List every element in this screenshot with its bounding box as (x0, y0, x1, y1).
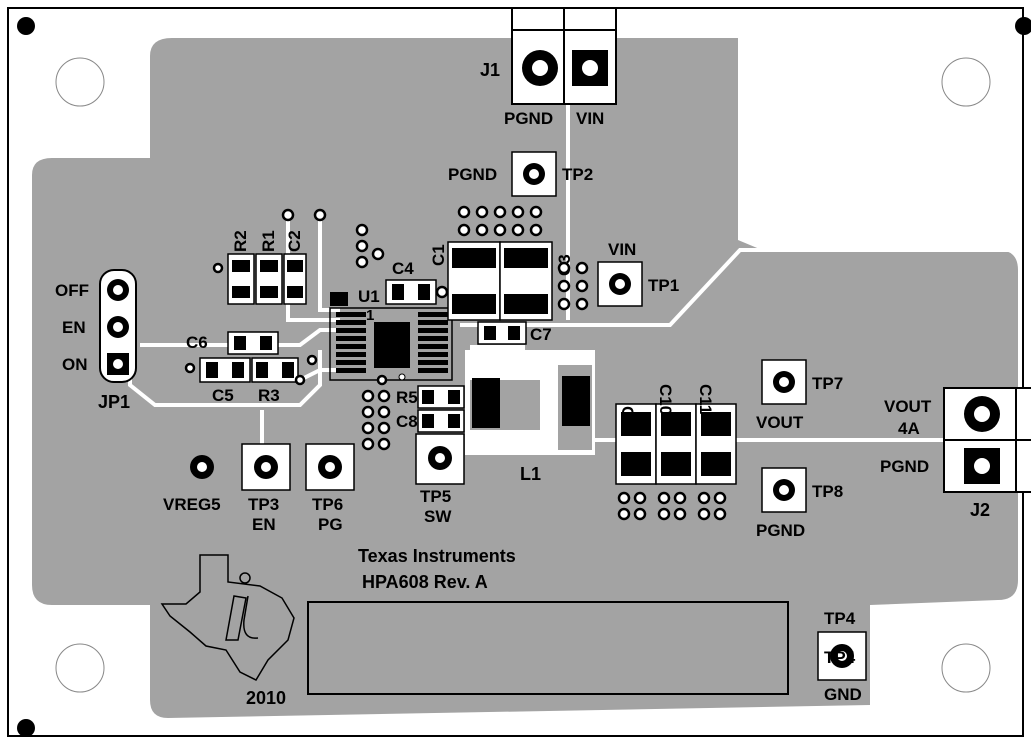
c6-ref-label: C6 (186, 333, 208, 352)
r1-ref-label: R1 (259, 230, 278, 252)
c9-ref-label: C9 (618, 406, 637, 428)
tp1-net-label: VIN (608, 240, 636, 259)
tp7-ref-label: TP7 (812, 374, 843, 393)
j2-ref-label: J2 (970, 500, 990, 520)
resistor-r5: R5 (396, 385, 465, 409)
r3-ref-label: R3 (258, 386, 280, 405)
capacitor-c9: C9 (615, 403, 657, 485)
board-part-label: HPA608 Rev. A (362, 572, 488, 592)
tp7-net-label: VOUT (756, 413, 804, 432)
j1-pin2-label: VIN (576, 109, 604, 128)
testpoint-tp6: TP6 PG (305, 443, 355, 534)
r5-ref-label: R5 (396, 388, 418, 407)
label-area (307, 601, 789, 695)
tp4-net-label: GND (824, 685, 862, 704)
fiducial-icon (1015, 17, 1031, 35)
tp1-ref-label: TP1 (648, 276, 679, 295)
mounting-hole-icon (55, 57, 105, 107)
vreg5-label: VREG5 (163, 495, 221, 514)
resistor-r3: R3 (251, 357, 299, 405)
tp4-ref-label: TP4 (824, 609, 856, 628)
capacitor-c4: C4 (385, 259, 437, 305)
tp2-ref-label: TP2 (562, 165, 593, 184)
l1-ref-label: L1 (520, 464, 541, 484)
ic-u1: U1 1 (329, 287, 453, 381)
capacitor-c1: C1 (429, 241, 501, 321)
j2-pin1-label: VOUT (884, 397, 932, 416)
fiducial-icon (17, 719, 35, 737)
jp1-en-label: EN (62, 318, 86, 337)
c7-ref-label: C7 (530, 325, 552, 344)
texas-instruments-logo-icon (160, 554, 295, 681)
c4-ref-label: C4 (392, 259, 414, 278)
tp5-ref-label: TP5 (420, 487, 451, 506)
j1-ref-label: J1 (480, 60, 500, 80)
jp1-on-label: ON (62, 355, 88, 374)
mounting-hole-icon (55, 643, 105, 693)
tp3-net-label: EN (252, 515, 276, 534)
mounting-hole-icon (941, 57, 991, 107)
testpoint-tp1: VIN TP1 (597, 240, 679, 307)
connector-j2: VOUT 4A PGND J2 (880, 387, 1031, 520)
testpoint-vreg5: VREG5 (163, 455, 221, 514)
r2-ref-label: R2 (231, 230, 250, 252)
jp1-ref-label: JP1 (98, 392, 130, 412)
testpoint-tp8: TP8 PGND (756, 467, 843, 540)
c11-ref-label: C11 (696, 384, 715, 414)
u1-ref-label: U1 (358, 287, 380, 306)
j2-pin1-sub-label: 4A (898, 419, 920, 438)
capacitor-c7: C7 (477, 321, 552, 345)
tp4-overlay-label: TP4 (824, 648, 856, 667)
tp2-net-label: PGND (448, 165, 497, 184)
testpoint-tp4: TP4 TP4 GND (817, 609, 867, 704)
mounting-hole-icon (941, 643, 991, 693)
tp8-ref-label: TP8 (812, 482, 843, 501)
j1-pin1-label: PGND (504, 109, 553, 128)
c1-ref-label: C1 (429, 244, 448, 266)
capacitor-c8: C8 (396, 409, 465, 433)
fiducial-icon (17, 17, 35, 35)
c10-ref-label: C10 (656, 384, 675, 415)
u1-pin1-label: 1 (366, 307, 374, 324)
tp3-ref-label: TP3 (248, 495, 279, 514)
capacitor-c11: C11 (695, 384, 737, 485)
testpoint-tp7: TP7 VOUT (756, 359, 843, 432)
capacitor-c5: C5 (199, 357, 251, 405)
inductor-l1: L1 (472, 376, 590, 484)
via-array (184, 205, 727, 521)
capacitor-c6: C6 (186, 331, 279, 355)
tp6-net-label: PG (318, 515, 343, 534)
testpoint-tp2: PGND TP2 (448, 151, 593, 197)
capacitor-c2: C2 (283, 230, 307, 305)
jp1-off-label: OFF (55, 281, 89, 300)
c5-ref-label: C5 (212, 386, 234, 405)
year-label: 2010 (246, 688, 286, 708)
tp5-net-label: SW (424, 507, 452, 526)
tp8-net-label: PGND (756, 521, 805, 540)
c8-ref-label: C8 (396, 412, 418, 431)
c2-ref-label: C2 (285, 230, 304, 252)
resistor-r2: R2 (227, 230, 255, 305)
tp6-ref-label: TP6 (312, 495, 343, 514)
company-name-label: Texas Instruments (358, 546, 516, 566)
testpoint-tp5: TP5 SW (415, 433, 465, 526)
testpoint-tp3: TP3 EN (241, 443, 291, 534)
connector-j1: J1 PGND VIN (480, 7, 617, 128)
j2-pin2-label: PGND (880, 457, 929, 476)
resistor-r1: R1 (255, 230, 283, 305)
jumper-jp1: OFF EN ON JP1 (55, 269, 137, 412)
